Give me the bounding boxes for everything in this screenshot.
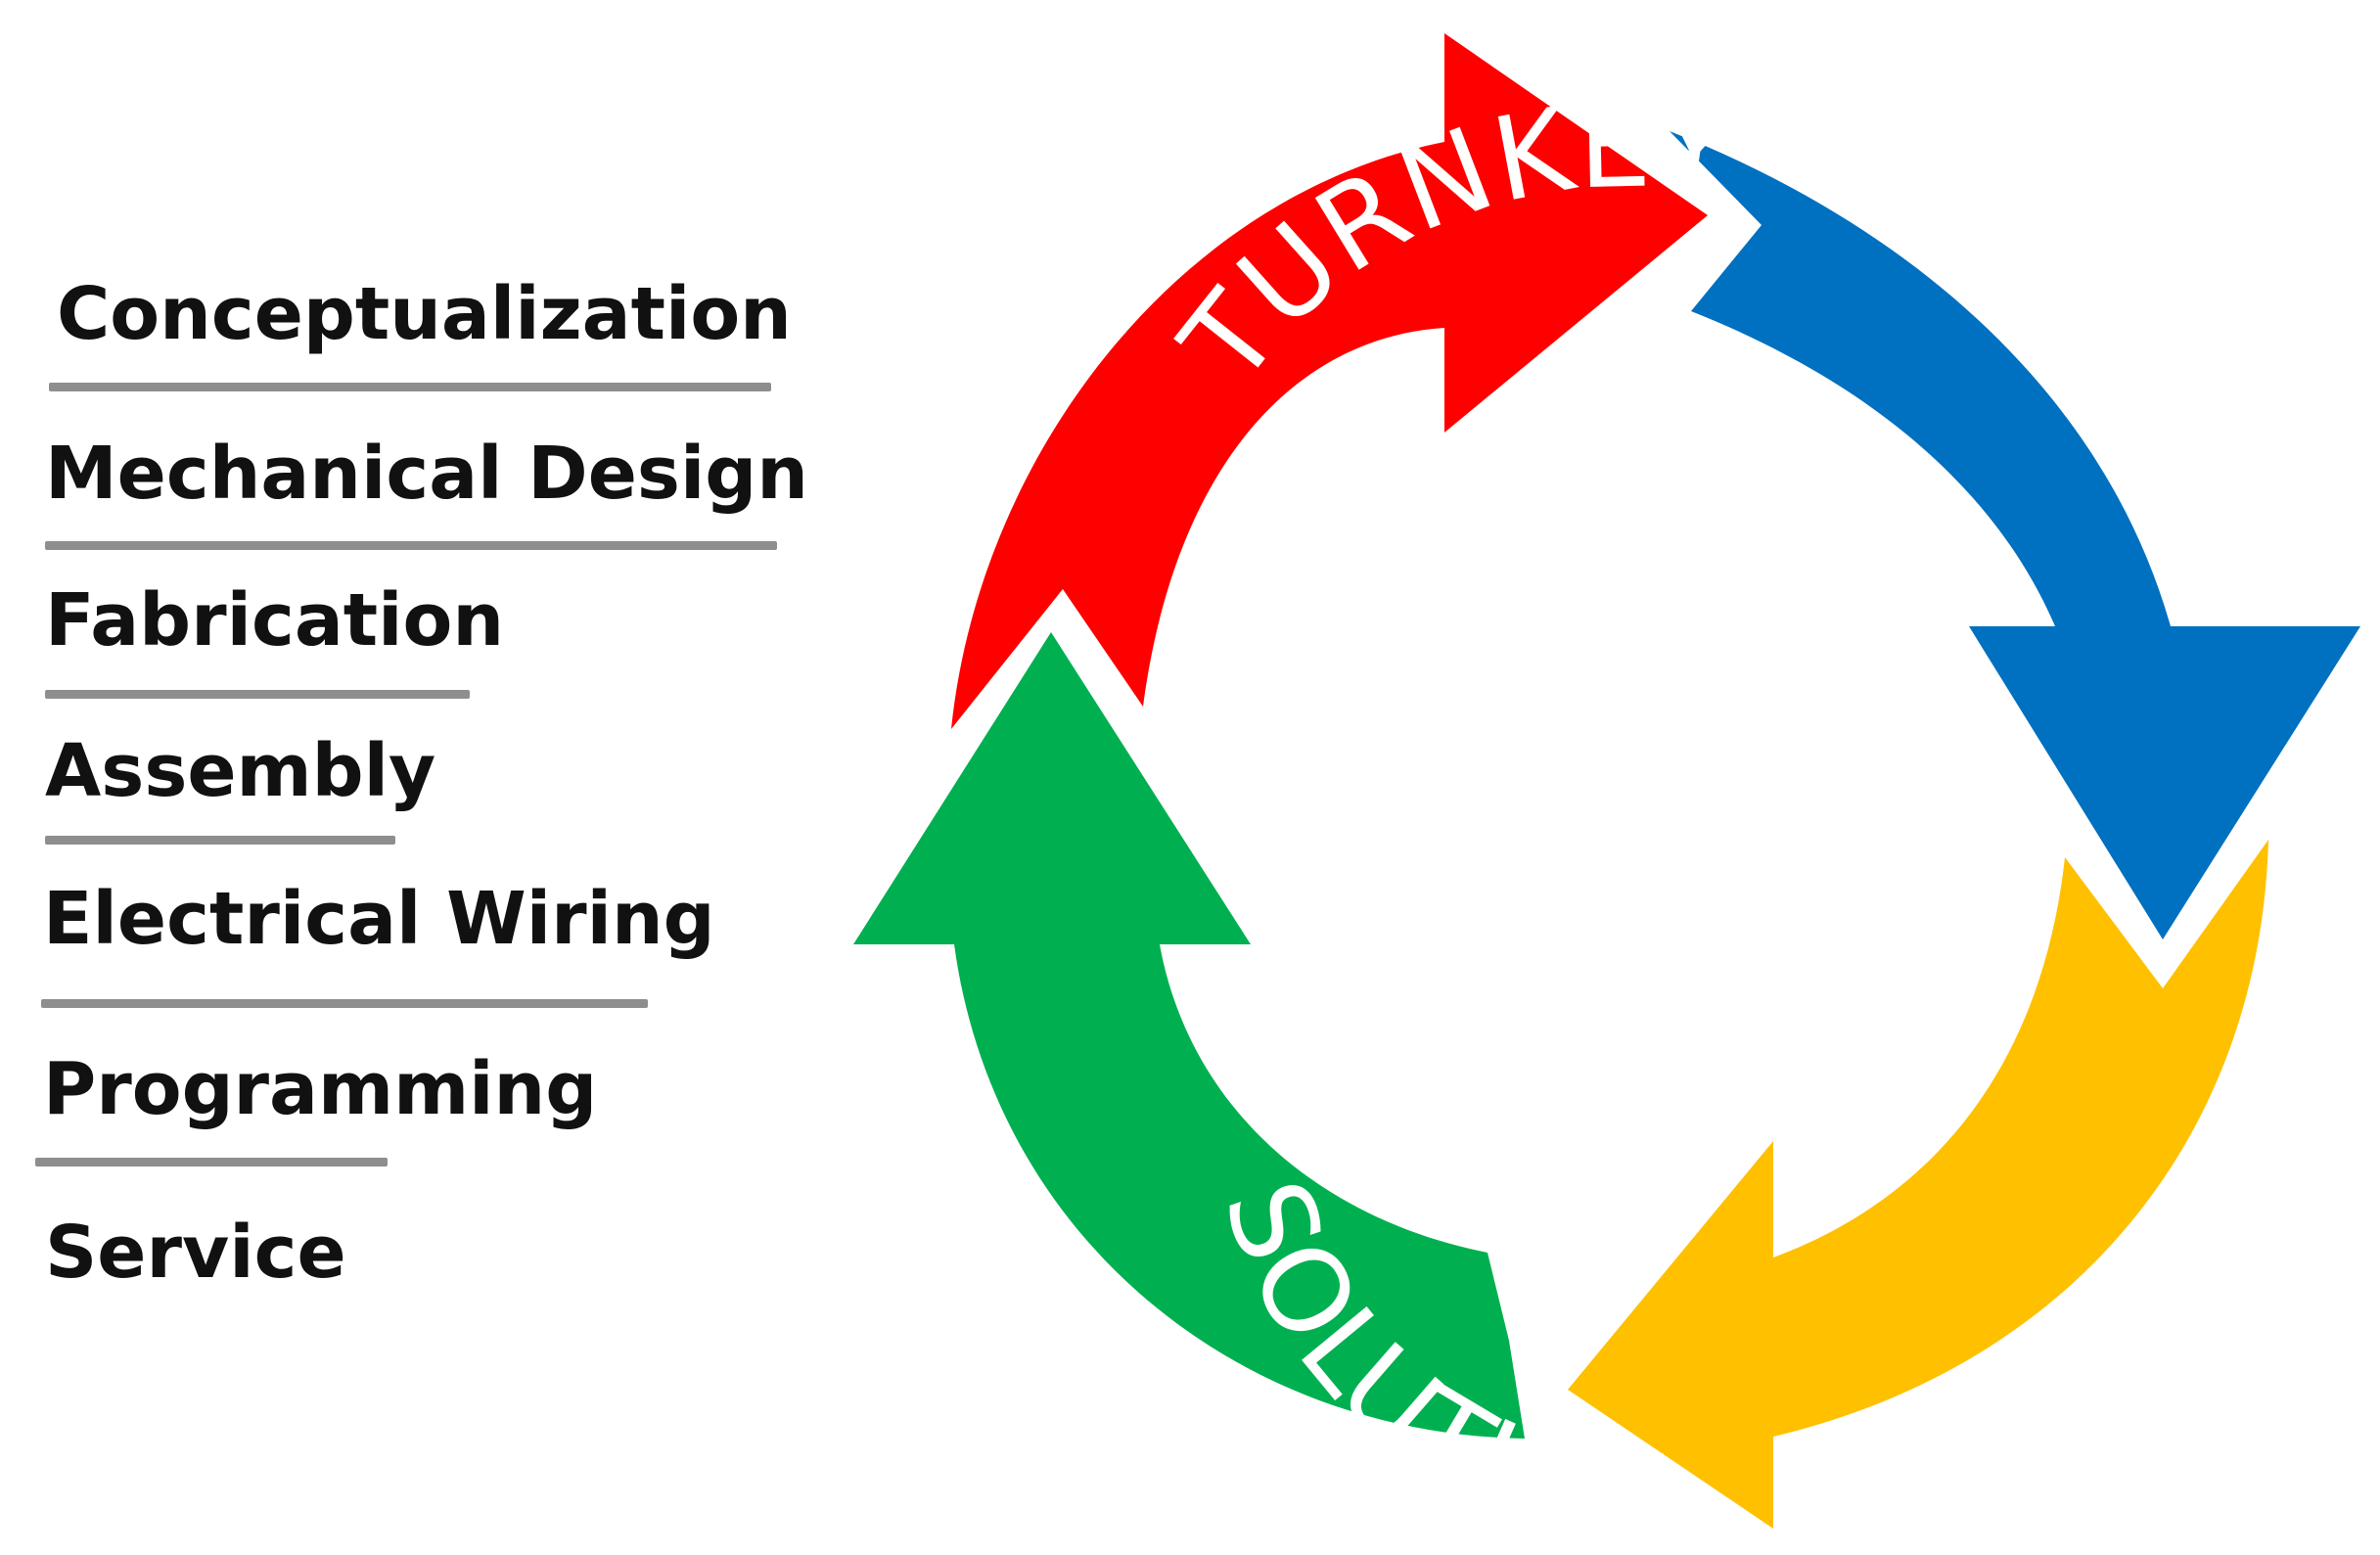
service-item-conceptualization: Conceptualization [57,272,792,356]
service-item-fabrication: Fabrication [45,578,505,663]
cycle-arrow-blue [1670,131,2360,939]
service-divider [41,999,648,1008]
service-item-programming: Programming [43,1047,598,1131]
service-item-electrical-wiring: Electrical Wiring [43,877,715,961]
service-divider [45,836,395,845]
service-divider [45,541,777,550]
cycle-arrow-red [951,33,1708,729]
service-divider [35,1158,388,1166]
service-divider [49,383,771,391]
service-divider [45,690,470,699]
cycle-arrow-green [853,632,1525,1439]
services-list: Conceptualization Mechanical Design Fabr… [0,0,881,1555]
service-item-assembly: Assembly [45,729,436,813]
service-item-service: Service [45,1211,346,1295]
service-item-mechanical-design: Mechanical Design [45,432,808,516]
cycle-arrow-yellow [1568,840,2268,1529]
